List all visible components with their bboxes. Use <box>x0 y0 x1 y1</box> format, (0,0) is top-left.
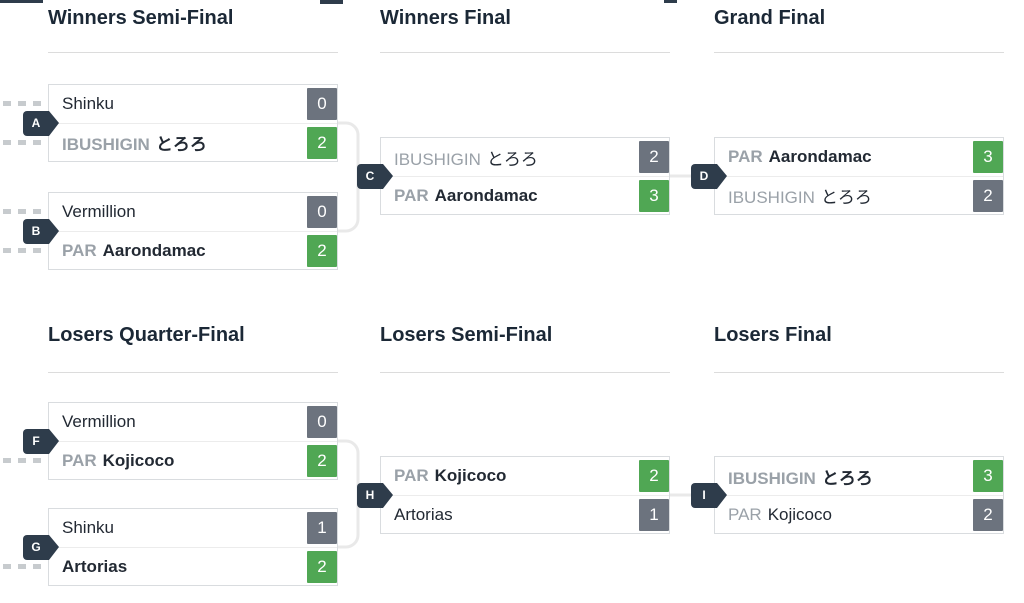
round-title-losers-quarter-final: Losers Quarter-Final <box>48 324 245 346</box>
team-prefix: PAR <box>394 185 429 205</box>
score-badge: 0 <box>307 88 337 120</box>
cropped-artifact <box>320 0 343 4</box>
score-badge: 2 <box>307 234 337 267</box>
score-badge: 2 <box>307 550 337 583</box>
player-name: Shinku <box>62 94 114 113</box>
score-badge: 3 <box>639 179 669 212</box>
team-prefix: IBUSHIGIN <box>728 468 816 488</box>
round-header-divider <box>380 52 670 53</box>
match-g[interactable]: Shinku 1 Artorias 2 <box>48 508 338 586</box>
score-badge: 2 <box>973 179 1003 212</box>
team-prefix: IBUSHIGIN <box>394 149 481 169</box>
score-badge: 2 <box>307 126 337 159</box>
player-row: Vermillion 0 <box>49 193 337 231</box>
team-prefix: PAR <box>728 147 763 166</box>
feeder-dash <box>3 140 41 145</box>
round-title-grand-final: Grand Final <box>714 7 826 29</box>
score-badge: 2 <box>639 141 669 173</box>
round-title-winners-final: Winners Final <box>380 7 511 29</box>
team-prefix: PAR <box>394 466 429 485</box>
score-badge: 2 <box>307 444 337 477</box>
score-badge: 2 <box>639 460 669 492</box>
score-badge: 2 <box>973 498 1003 531</box>
player-row: Artorias 2 <box>49 547 337 585</box>
round-header-divider <box>48 372 338 373</box>
player-name: Vermillion <box>62 202 136 221</box>
team-prefix: PAR <box>62 240 97 260</box>
player-row: Shinku 1 <box>49 509 337 547</box>
team-prefix: IBUSHIGIN <box>62 135 150 154</box>
round-title-losers-semi-final: Losers Semi-Final <box>380 324 553 346</box>
team-prefix: PAR <box>728 504 762 524</box>
team-prefix: IBUSHIGIN <box>728 188 815 207</box>
round-header-divider <box>714 52 1004 53</box>
cropped-artifact <box>0 0 43 3</box>
player-name: Shinku <box>62 518 114 537</box>
player-row: Artorias 1 <box>381 495 669 533</box>
cropped-artifact <box>664 0 677 3</box>
round-header-divider <box>48 52 338 53</box>
player-row: Shinku 0 <box>49 85 337 123</box>
round-header-divider <box>714 372 1004 373</box>
feeder-dash <box>3 101 41 106</box>
score-badge: 3 <box>973 141 1003 173</box>
round-header-divider <box>380 372 670 373</box>
player-row: Vermillion 0 <box>49 403 337 441</box>
score-badge: 3 <box>973 460 1003 492</box>
feeder-dash <box>3 248 41 253</box>
feeder-dash <box>3 209 41 214</box>
player-name: Vermillion <box>62 412 136 431</box>
score-badge: 0 <box>307 196 337 228</box>
player-name: Artorias <box>394 504 453 524</box>
score-badge: 0 <box>307 406 337 438</box>
team-prefix: PAR <box>62 450 97 470</box>
feeder-dash <box>3 564 41 569</box>
player-name: Artorias <box>62 556 128 576</box>
score-badge: 1 <box>307 512 337 544</box>
round-title-winners-semi-final: Winners Semi-Final <box>48 7 234 29</box>
score-badge: 1 <box>639 498 669 531</box>
round-title-losers-final: Losers Final <box>714 324 832 346</box>
feeder-dash <box>3 458 41 463</box>
